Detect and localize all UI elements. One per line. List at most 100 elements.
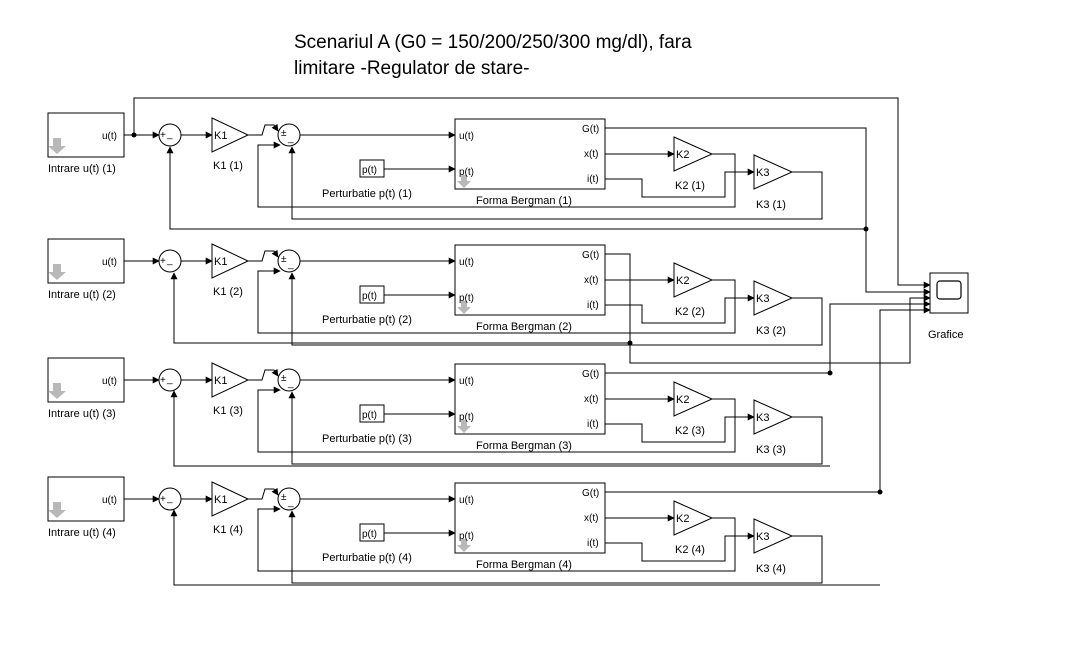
bergman-in-u: u(t) bbox=[459, 495, 474, 506]
signal-line bbox=[288, 146, 823, 220]
junction-dot bbox=[863, 226, 869, 232]
bergman-label: Forma Bergman (4) bbox=[476, 559, 572, 571]
bergman-out-g: G(t) bbox=[582, 488, 599, 499]
perturbation-port-label: p(t) bbox=[362, 291, 377, 302]
input-port-label: u(t) bbox=[102, 376, 117, 387]
down-arrow-icon bbox=[48, 138, 66, 154]
signal-line bbox=[248, 368, 279, 381]
perturbation-label: Perturbatie p(t) (4) bbox=[322, 552, 412, 564]
input-port-label: u(t) bbox=[102, 495, 117, 506]
signal-line bbox=[288, 272, 823, 346]
perturbation-label: Perturbatie p(t) (1) bbox=[322, 188, 412, 200]
scope-screen-icon bbox=[936, 280, 962, 300]
bergman-out-g: G(t) bbox=[582, 369, 599, 380]
sum2-sign: ± bbox=[281, 492, 287, 503]
signal-line bbox=[170, 272, 630, 344]
signal-line bbox=[170, 509, 880, 586]
bergman-out-x: x(t) bbox=[584, 513, 598, 524]
signal-line bbox=[605, 127, 931, 296]
bergman-out-i: i(t) bbox=[587, 300, 599, 311]
sum2-sign-minus: _ bbox=[287, 133, 294, 144]
k2-gain-symbol: K2 bbox=[676, 149, 689, 161]
input-port-label: u(t) bbox=[102, 131, 117, 142]
bergman-label: Forma Bergman (1) bbox=[476, 195, 572, 207]
signal-line bbox=[605, 168, 755, 198]
bergman-in-p: p(t) bbox=[459, 167, 474, 178]
bergman-out-i: i(t) bbox=[587, 174, 599, 185]
k3-label: K3 (3) bbox=[756, 444, 786, 456]
signal-line bbox=[605, 532, 755, 562]
signal-line bbox=[166, 146, 866, 230]
signal-line bbox=[257, 505, 736, 572]
bergman-block[interactable] bbox=[454, 363, 606, 435]
bergman-out-x: x(t) bbox=[584, 275, 598, 286]
down-arrow-icon bbox=[48, 264, 66, 280]
k1-gain-symbol: K1 bbox=[214, 375, 227, 387]
signal-line bbox=[288, 510, 823, 584]
bergman-in-u: u(t) bbox=[459, 257, 474, 268]
k3-label: K3 (2) bbox=[756, 325, 786, 337]
k1-gain-symbol: K1 bbox=[214, 256, 227, 268]
scope-label: Grafice bbox=[928, 329, 963, 341]
k1-gain-symbol: K1 bbox=[214, 130, 227, 142]
k1-label: K1 (2) bbox=[213, 286, 243, 298]
diagram-title: Scenariul A (G0 = 150/200/250/300 mg/dl)… bbox=[294, 32, 692, 79]
signal-line bbox=[257, 386, 736, 453]
bergman-label: Forma Bergman (3) bbox=[476, 440, 572, 452]
sum-sign-minus: _ bbox=[166, 129, 173, 140]
sum2-sign-minus: _ bbox=[287, 497, 294, 508]
k2-label: K2 (3) bbox=[675, 425, 705, 437]
input-label: Intrare u(t) (2) bbox=[48, 289, 116, 301]
sum-sign-minus: _ bbox=[166, 374, 173, 385]
down-arrow-icon bbox=[48, 383, 66, 399]
k1-label: K1 (3) bbox=[213, 405, 243, 417]
perturbation-label: Perturbatie p(t) (3) bbox=[322, 433, 412, 445]
signal-line bbox=[605, 413, 755, 443]
bergman-in-u: u(t) bbox=[459, 376, 474, 387]
k3-gain-symbol: K3 bbox=[756, 293, 769, 305]
bergman-block[interactable] bbox=[454, 244, 606, 316]
k2-gain-symbol: K2 bbox=[676, 394, 689, 406]
perturbation-port-label: p(t) bbox=[362, 410, 377, 421]
bergman-out-g: G(t) bbox=[582, 124, 599, 135]
sum2-sign: ± bbox=[281, 373, 287, 384]
sum-sign-minus: _ bbox=[166, 493, 173, 504]
signal-line bbox=[133, 97, 931, 289]
junction-dot bbox=[877, 489, 883, 495]
junction-dot bbox=[627, 340, 633, 346]
sum2-sign: ± bbox=[281, 254, 287, 265]
input-label: Intrare u(t) (3) bbox=[48, 408, 116, 420]
signal-line bbox=[605, 306, 931, 493]
k1-label: K1 (4) bbox=[213, 524, 243, 536]
down-arrow-icon bbox=[457, 539, 471, 552]
k2-label: K2 (1) bbox=[675, 180, 705, 192]
signal-line bbox=[257, 141, 736, 208]
down-arrow-icon bbox=[457, 175, 471, 188]
k3-gain-symbol: K3 bbox=[756, 531, 769, 543]
signal-line bbox=[170, 390, 830, 467]
signal-line bbox=[248, 123, 279, 136]
sum-sign-minus: _ bbox=[166, 255, 173, 266]
sum2-sign: ± bbox=[281, 128, 287, 139]
bergman-block[interactable] bbox=[454, 482, 606, 554]
bergman-out-i: i(t) bbox=[587, 419, 599, 430]
bergman-block[interactable] bbox=[454, 118, 606, 190]
bergman-in-p: p(t) bbox=[459, 531, 474, 542]
bergman-in-p: p(t) bbox=[459, 412, 474, 423]
down-arrow-icon bbox=[48, 502, 66, 518]
signal-line bbox=[605, 294, 755, 324]
bergman-in-p: p(t) bbox=[459, 293, 474, 304]
junction-dot bbox=[131, 132, 137, 138]
signal-line bbox=[605, 253, 931, 364]
bergman-out-x: x(t) bbox=[584, 394, 598, 405]
sum2-sign-minus: _ bbox=[287, 378, 294, 389]
signal-line bbox=[248, 487, 279, 500]
k2-gain-symbol: K2 bbox=[676, 275, 689, 287]
k3-label: K3 (4) bbox=[756, 563, 786, 575]
bergman-label: Forma Bergman (2) bbox=[476, 321, 572, 333]
sum-sign-plus: + bbox=[160, 256, 166, 267]
